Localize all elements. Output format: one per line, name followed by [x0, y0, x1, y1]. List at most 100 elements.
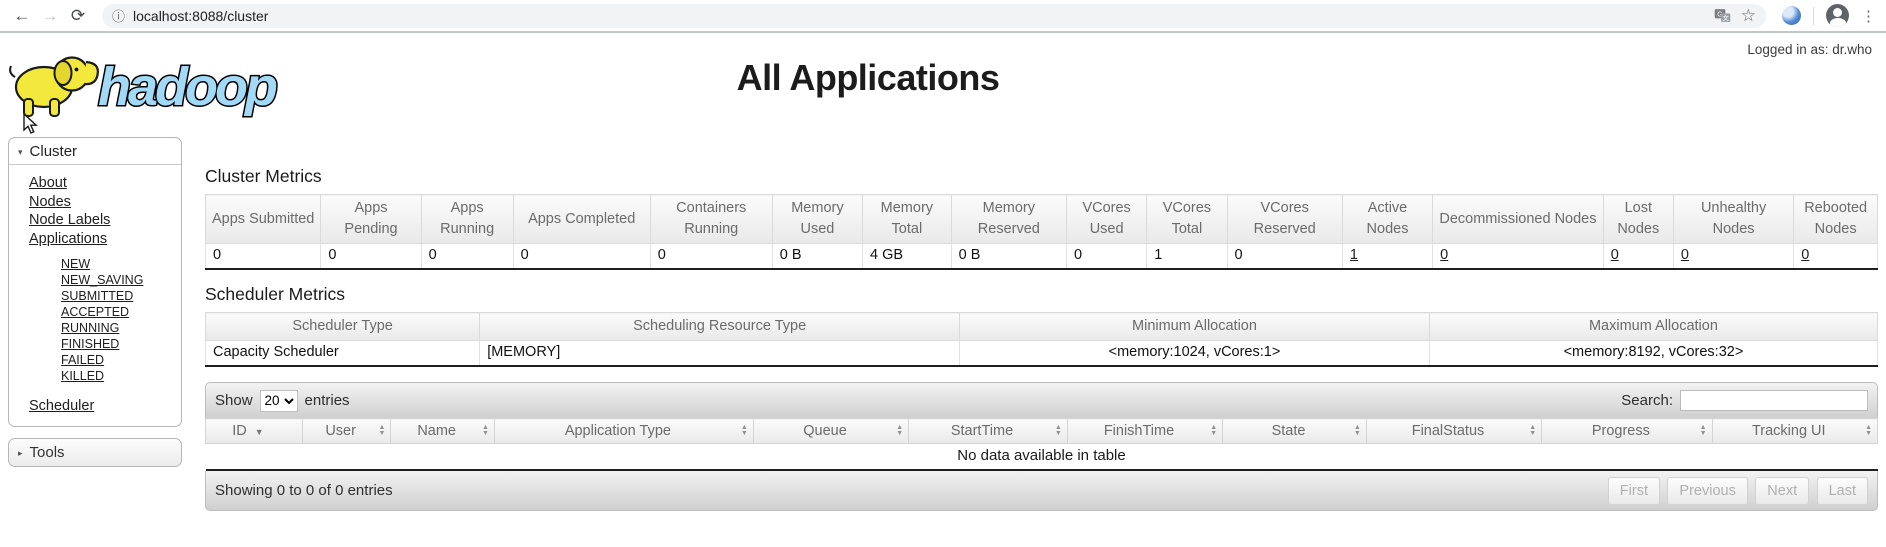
rebooted-nodes-link[interactable]: 0 [1801, 247, 1810, 263]
sort-both-icon: ▲▼ [896, 424, 904, 437]
chrome-divider [1813, 6, 1814, 25]
translate-icon[interactable]: G 文 [1714, 7, 1731, 24]
profile-avatar-icon[interactable] [1826, 4, 1849, 27]
pagination-next-button[interactable]: Next [1755, 476, 1810, 505]
sort-both-icon: ▲▼ [1210, 424, 1218, 437]
main-content: Cluster Metrics Apps Submitted Apps Pend… [204, 166, 1879, 511]
unhealthy-nodes-link[interactable]: 0 [1680, 247, 1689, 263]
tools-section-toggle[interactable]: ▸ Tools [8, 438, 182, 467]
sidebar-item-state-submitted[interactable]: SUBMITTED [61, 289, 134, 303]
cluster-metrics-table: Apps Submitted Apps Pending Apps Running… [204, 194, 1878, 270]
datatable-footer: Showing 0 to 0 of 0 entries First Previo… [205, 471, 1878, 511]
col-memory-reserved: Memory Reserved [950, 194, 1068, 244]
col-apps-submitted: Apps Submitted [204, 194, 322, 244]
col-finalstatus[interactable]: FinalStatus▲▼ [1365, 418, 1543, 444]
col-scheduler-type: Scheduler Type [204, 312, 481, 341]
url-text[interactable]: localhost:8088/cluster [133, 7, 269, 24]
sort-both-icon: ▲▼ [1054, 424, 1062, 437]
sort-both-icon: ▲▼ [1865, 424, 1872, 437]
back-button[interactable]: ← [13, 5, 31, 25]
pagination-last-button[interactable]: Last [1816, 476, 1868, 505]
sidebar-item-state-killed[interactable]: KILLED [61, 369, 105, 383]
bookmark-star-icon[interactable]: ☆ [1740, 5, 1756, 25]
pagination-first-button[interactable]: First [1607, 476, 1660, 505]
memory-used-value: 0 B [771, 243, 864, 269]
col-finishtime[interactable]: FinishTime▲▼ [1066, 418, 1224, 444]
sidebar-item-scheduler[interactable]: Scheduler [29, 398, 95, 414]
sidebar-item-state-new-saving[interactable]: NEW_SAVING [61, 273, 144, 287]
col-id[interactable]: ID▼ [205, 418, 303, 444]
scheduler-type-value: Capacity Scheduler [204, 340, 481, 366]
chevron-right-icon: ▸ [18, 448, 23, 458]
browser-menu-icon[interactable]: ⋮ [1861, 7, 1876, 25]
tools-section-title: Tools [29, 444, 65, 461]
sort-both-icon: ▲▼ [1529, 424, 1537, 437]
extension-icon[interactable] [1782, 6, 1801, 25]
col-queue[interactable]: Queue▲▼ [752, 418, 910, 444]
col-tracking-ui[interactable]: Tracking UI▲▼ [1711, 418, 1879, 444]
applications-datatable: Show 20 entries Search: [205, 382, 1879, 511]
col-memory-total: Memory Total [862, 194, 952, 244]
sidebar-item-state-failed[interactable]: FAILED [61, 353, 105, 367]
vcores-total-value: 1 [1146, 243, 1228, 269]
sidebar-item-about[interactable]: About [29, 175, 67, 191]
scheduling-resource-type-value: [MEMORY] [479, 340, 961, 366]
sort-desc-icon: ▼ [254, 427, 264, 437]
sidebar-item-state-new[interactable]: NEW [61, 257, 91, 271]
scheduler-metrics-values-row: Capacity Scheduler [MEMORY] <memory:1024… [204, 340, 1879, 366]
mouse-cursor [23, 113, 38, 134]
col-user[interactable]: User▲▼ [301, 418, 392, 444]
sidebar-item-node-labels[interactable]: Node Labels [29, 212, 111, 228]
col-lost-nodes: Lost Nodes [1602, 194, 1674, 244]
memory-reserved-value: 0 B [950, 243, 1068, 269]
svg-text:G: G [1717, 11, 1723, 19]
reload-button[interactable]: ⟳ [70, 5, 86, 25]
containers-running-value: 0 [649, 243, 773, 269]
hadoop-logo-text: hadoop [98, 57, 277, 117]
apps-running-value: 0 [420, 243, 514, 269]
active-nodes-link[interactable]: 1 [1349, 247, 1358, 263]
sidebar-item-state-running[interactable]: RUNNING [61, 321, 120, 335]
applications-header-row: ID▼ User▲▼ Name▲▼ Application Type▲▼ Que… [205, 418, 1879, 444]
page-info-icon[interactable]: ⓘ [112, 9, 126, 24]
yarn-page: Logged in as: dr.who hadoop All Applicat… [0, 33, 1886, 545]
col-maximum-allocation: Maximum Allocation [1428, 312, 1879, 341]
forward-button[interactable]: → [41, 5, 59, 25]
no-data-message: No data available in table [205, 443, 1878, 471]
col-starttime[interactable]: StartTime▲▼ [908, 418, 1068, 444]
pagination-previous-button[interactable]: Previous [1667, 476, 1748, 505]
hadoop-elephant-icon [9, 56, 99, 117]
col-progress[interactable]: Progress▲▼ [1541, 418, 1713, 444]
sidebar-item-state-finished[interactable]: FINISHED [61, 337, 120, 351]
showing-entries-info: Showing 0 to 0 of 0 entries [215, 482, 393, 499]
apps-completed-value: 0 [512, 243, 651, 269]
page-title: All Applications [736, 57, 1000, 98]
lost-nodes-link[interactable]: 0 [1610, 247, 1619, 263]
col-application-type[interactable]: Application Type▲▼ [493, 418, 754, 444]
sidebar-item-state-accepted[interactable]: ACCEPTED [61, 305, 130, 319]
sidebar-item-nodes[interactable]: Nodes [29, 193, 71, 210]
col-state[interactable]: State▲▼ [1222, 418, 1367, 444]
apps-pending-value: 0 [320, 243, 422, 269]
hadoop-logo: hadoop [6, 47, 311, 128]
svg-text:文: 文 [1722, 13, 1729, 22]
page-size-select[interactable]: 20 [259, 389, 298, 412]
sidebar-cluster-section: ▾Cluster About Nodes Node Labels Applica… [8, 137, 182, 427]
col-name[interactable]: Name▲▼ [390, 418, 495, 444]
cluster-metrics-title: Cluster Metrics [205, 166, 322, 186]
col-minimum-allocation: Minimum Allocation [959, 312, 1430, 341]
memory-total-value: 4 GB [862, 243, 952, 269]
col-active-nodes: Active Nodes [1341, 194, 1434, 244]
address-bar[interactable]: ⓘ localhost:8088/cluster G 文 ☆ [102, 3, 1766, 28]
maximum-allocation-value: <memory:8192, vCores:32> [1428, 340, 1879, 366]
cluster-section-toggle[interactable]: ▾Cluster [9, 138, 181, 165]
cluster-section-title: Cluster [29, 143, 78, 160]
search-input[interactable] [1680, 390, 1868, 411]
apps-submitted-value: 0 [204, 243, 322, 269]
col-unhealthy-nodes: Unhealthy Nodes [1672, 194, 1795, 244]
decommissioned-nodes-link[interactable]: 0 [1440, 247, 1449, 263]
sort-both-icon: ▲▼ [378, 424, 386, 437]
vcores-used-value: 0 [1066, 243, 1148, 269]
sidebar: ▾Cluster About Nodes Node Labels Applica… [8, 137, 182, 467]
sidebar-item-applications[interactable]: Applications [29, 230, 108, 247]
